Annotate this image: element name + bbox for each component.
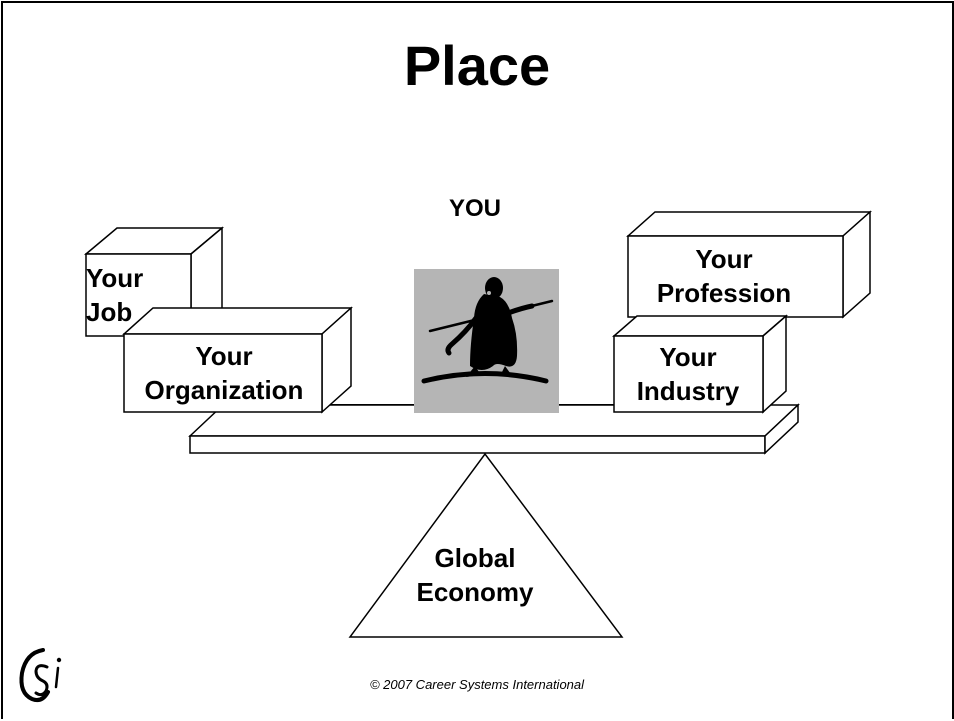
copyright-notice: © 2007 Career Systems International xyxy=(369,677,585,692)
profession-box xyxy=(626,210,872,319)
profession-label-line1: Your xyxy=(695,244,753,274)
industry-box-label: Your Industry xyxy=(613,340,763,408)
profession-box-label: Your Profession xyxy=(628,242,820,310)
industry-label-line2: Industry xyxy=(636,376,740,406)
industry-box xyxy=(611,314,789,414)
job-box-label: Your Job xyxy=(86,261,176,329)
job-box xyxy=(83,226,225,338)
fulcrum-triangle xyxy=(348,452,624,638)
fulcrum-label-line2: Economy xyxy=(416,577,534,607)
organization-box-label: Your Organization xyxy=(124,339,324,407)
balance-plank xyxy=(188,403,800,455)
job-label-line2: Job xyxy=(86,297,133,327)
job-label-line1: Your xyxy=(86,263,144,293)
fulcrum-label: Global Economy xyxy=(385,541,565,609)
profession-label-line2: Profession xyxy=(656,278,792,308)
industry-label-line1: Your xyxy=(659,342,717,372)
organization-box xyxy=(122,306,353,414)
tightrope-walker-icon xyxy=(414,269,559,413)
csi-logo-icon xyxy=(19,648,62,703)
organization-label-line1: Your xyxy=(195,341,253,371)
organization-label-line2: Organization xyxy=(144,375,304,405)
you-label: YOU xyxy=(448,195,501,222)
fulcrum-label-line1: Global xyxy=(434,543,516,573)
slide-title: Place xyxy=(403,34,551,97)
